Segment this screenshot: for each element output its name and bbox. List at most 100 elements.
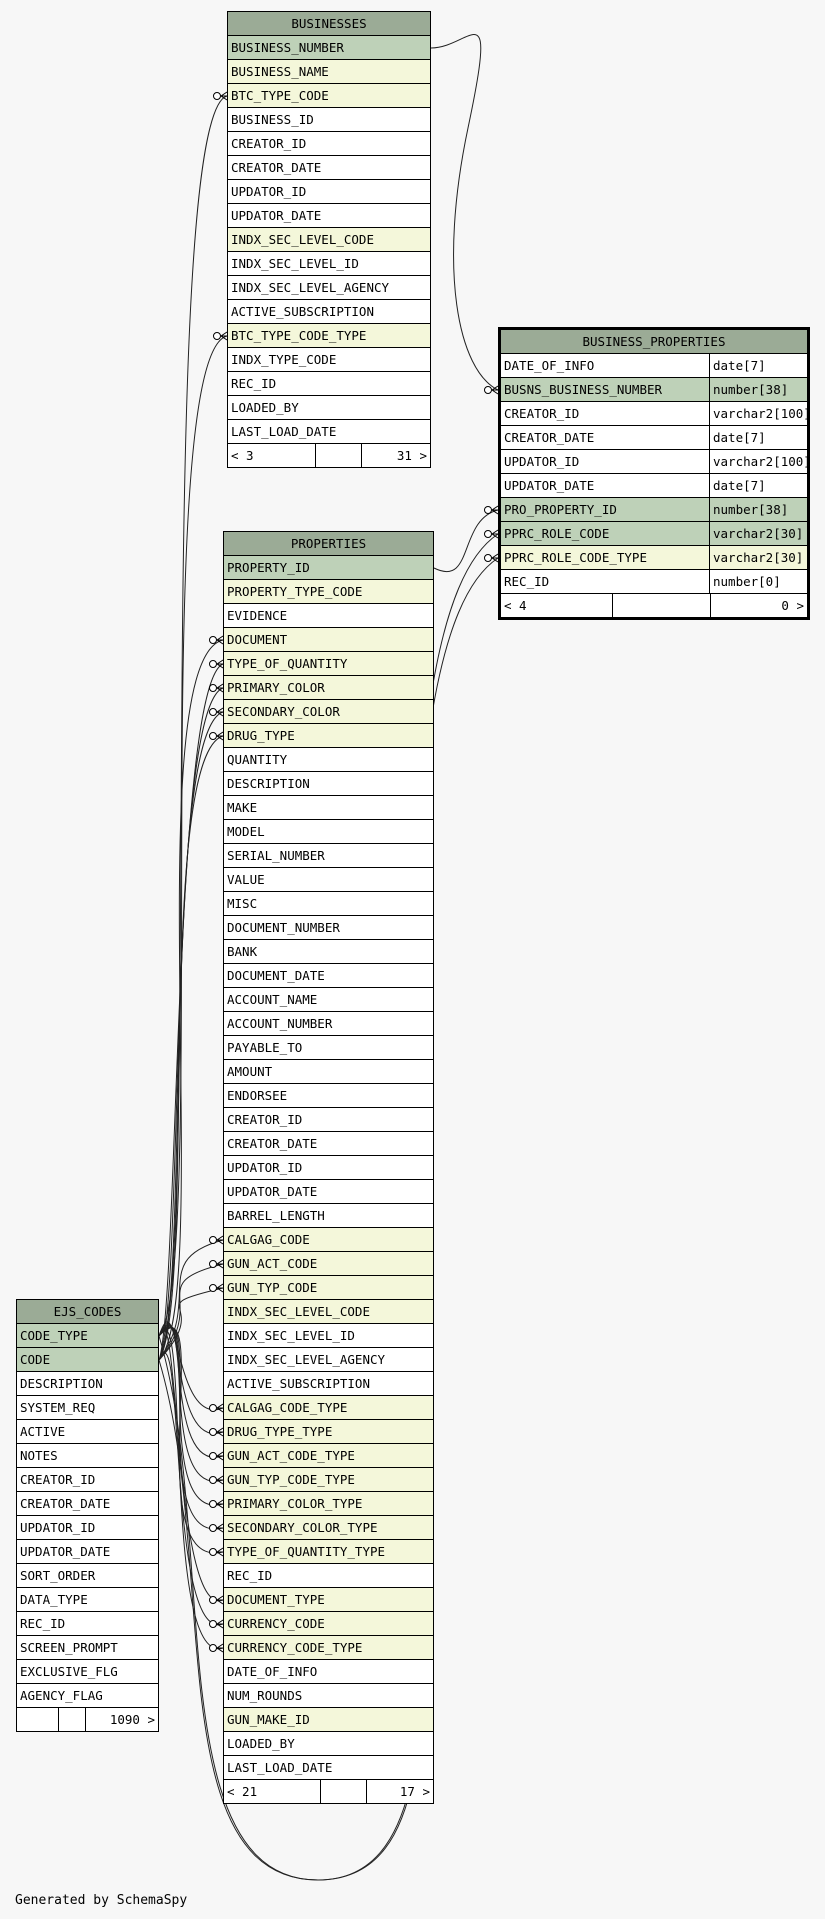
column-row[interactable]: ACCOUNT_NAME xyxy=(224,988,433,1012)
column-row[interactable]: CALGAG_CODE_TYPE xyxy=(224,1396,433,1420)
column-row[interactable]: NOTES xyxy=(17,1444,158,1468)
column-row[interactable]: AMOUNT xyxy=(224,1060,433,1084)
column-row[interactable]: EVIDENCE xyxy=(224,604,433,628)
column-row[interactable]: GUN_TYP_CODE xyxy=(224,1276,433,1300)
column-row[interactable]: LOADED_BY xyxy=(228,396,430,420)
column-row[interactable]: GUN_TYP_CODE_TYPE xyxy=(224,1468,433,1492)
column-row[interactable]: CURRENCY_CODE_TYPE xyxy=(224,1636,433,1660)
column-row[interactable]: DESCRIPTION xyxy=(224,772,433,796)
column-row[interactable]: DRUG_TYPE_TYPE xyxy=(224,1420,433,1444)
column-row[interactable]: INDX_SEC_LEVEL_AGENCY xyxy=(224,1348,433,1372)
column-row[interactable]: CREATOR_ID xyxy=(224,1108,433,1132)
column-row[interactable]: INDX_TYPE_CODE xyxy=(228,348,430,372)
column-row[interactable]: INDX_SEC_LEVEL_CODE xyxy=(228,228,430,252)
column-row[interactable]: DOCUMENT_TYPE xyxy=(224,1588,433,1612)
column-row[interactable]: SECONDARY_COLOR_TYPE xyxy=(224,1516,433,1540)
column-row[interactable]: CREATOR_DATE xyxy=(228,156,430,180)
column-row[interactable]: PROPERTY_TYPE_CODE xyxy=(224,580,433,604)
column-row[interactable]: INDX_SEC_LEVEL_AGENCY xyxy=(228,276,430,300)
column-row[interactable]: PROPERTY_ID xyxy=(224,556,433,580)
column-row[interactable]: NUM_ROUNDS xyxy=(224,1684,433,1708)
column-row[interactable]: ACCOUNT_NUMBER xyxy=(224,1012,433,1036)
column-row[interactable]: QUANTITY xyxy=(224,748,433,772)
column-row[interactable]: CURRENCY_CODE xyxy=(224,1612,433,1636)
column-row[interactable]: SORT_ORDER xyxy=(17,1564,158,1588)
column-row[interactable]: INDX_SEC_LEVEL_ID xyxy=(224,1324,433,1348)
column-row[interactable]: MODEL xyxy=(224,820,433,844)
column-row[interactable]: CREATOR_ID xyxy=(17,1468,158,1492)
column-row[interactable]: SERIAL_NUMBER xyxy=(224,844,433,868)
column-row[interactable]: GUN_ACT_CODE xyxy=(224,1252,433,1276)
column-row[interactable]: UPDATOR_ID xyxy=(228,180,430,204)
column-row[interactable]: INDX_SEC_LEVEL_ID xyxy=(228,252,430,276)
column-row[interactable]: BTC_TYPE_CODE_TYPE xyxy=(228,324,430,348)
column-row[interactable]: LAST_LOAD_DATE xyxy=(228,420,430,444)
column-row[interactable]: REC_ID xyxy=(224,1564,433,1588)
column-row[interactable]: DATA_TYPE xyxy=(17,1588,158,1612)
column-row[interactable]: DRUG_TYPE xyxy=(224,724,433,748)
column-row[interactable]: LOADED_BY xyxy=(224,1732,433,1756)
column-row[interactable]: REC_ID xyxy=(17,1612,158,1636)
column-row[interactable]: DESCRIPTION xyxy=(17,1372,158,1396)
column-row[interactable]: DATE_OF_INFO xyxy=(224,1660,433,1684)
column-row[interactable]: TYPE_OF_QUANTITY_TYPE xyxy=(224,1540,433,1564)
column-row[interactable]: UPDATOR_DATE xyxy=(17,1540,158,1564)
column-row[interactable]: BUSINESS_ID xyxy=(228,108,430,132)
column-row[interactable]: UPDATOR_DATE xyxy=(228,204,430,228)
column-row[interactable]: CREATOR_DATE xyxy=(224,1132,433,1156)
column-row[interactable]: VALUE xyxy=(224,868,433,892)
column-row[interactable]: CODE_TYPE xyxy=(17,1324,158,1348)
column-row[interactable]: UPDATOR_DATE xyxy=(224,1180,433,1204)
column-row[interactable]: INDX_SEC_LEVEL_CODE xyxy=(224,1300,433,1324)
column-row[interactable]: ACTIVE_SUBSCRIPTION xyxy=(228,300,430,324)
column-row[interactable]: PRIMARY_COLOR xyxy=(224,676,433,700)
column-row[interactable]: DOCUMENT_NUMBER xyxy=(224,916,433,940)
column-row[interactable]: ENDORSEE xyxy=(224,1084,433,1108)
column-row[interactable]: MAKE xyxy=(224,796,433,820)
column-row[interactable]: MISC xyxy=(224,892,433,916)
column-row[interactable]: ACTIVE_SUBSCRIPTION xyxy=(224,1372,433,1396)
column-row[interactable]: UPDATOR_ID xyxy=(224,1156,433,1180)
column-row[interactable]: REC_ID xyxy=(228,372,430,396)
column-row[interactable]: DOCUMENT xyxy=(224,628,433,652)
column-row[interactable]: BUSINESS_NAME xyxy=(228,60,430,84)
column-row[interactable]: BARREL_LENGTH xyxy=(224,1204,433,1228)
column-row[interactable]: BTC_TYPE_CODE xyxy=(228,84,430,108)
column-row[interactable]: GUN_MAKE_ID xyxy=(224,1708,433,1732)
optional-end-marker xyxy=(209,1236,217,1244)
column-row[interactable]: DOCUMENT_DATE xyxy=(224,964,433,988)
column-row[interactable]: SECONDARY_COLOR xyxy=(224,700,433,724)
column-row[interactable]: PAYABLE_TO xyxy=(224,1036,433,1060)
column-row[interactable]: CODE xyxy=(17,1348,158,1372)
column-row[interactable]: PRIMARY_COLOR_TYPE xyxy=(224,1492,433,1516)
column-name: GUN_MAKE_ID xyxy=(227,1712,310,1727)
column-row[interactable]: LAST_LOAD_DATE xyxy=(224,1756,433,1780)
column-row[interactable]: ACTIVE xyxy=(17,1420,158,1444)
column-row[interactable]: CREATOR_DATE xyxy=(17,1492,158,1516)
column-row[interactable]: GUN_ACT_CODE_TYPE xyxy=(224,1444,433,1468)
column-row[interactable]: AGENCY_FLAG xyxy=(17,1684,158,1708)
column-row[interactable]: SCREEN_PROMPT xyxy=(17,1636,158,1660)
column-row[interactable]: UPDATOR_ID xyxy=(17,1516,158,1540)
column-row[interactable]: BANK xyxy=(224,940,433,964)
column-row[interactable]: EXCLUSIVE_FLG xyxy=(17,1660,158,1684)
column-row[interactable]: BUSINESS_NUMBER xyxy=(228,36,430,60)
column-row[interactable]: SYSTEM_REQ xyxy=(17,1396,158,1420)
column-row[interactable]: TYPE_OF_QUANTITY xyxy=(224,652,433,676)
column-row[interactable]: CREATOR_ID xyxy=(228,132,430,156)
column-row[interactable]: CALGAG_CODE xyxy=(224,1228,433,1252)
